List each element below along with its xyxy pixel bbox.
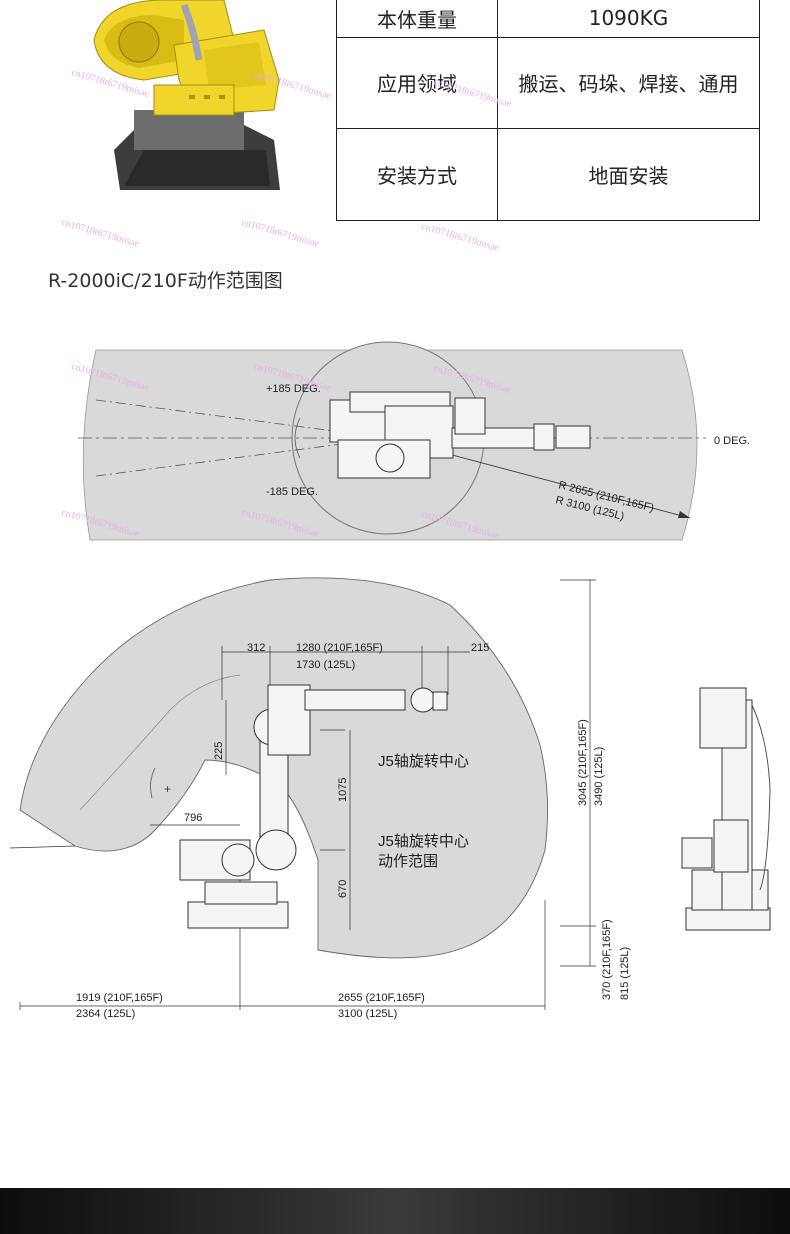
dim-2655: 2655 (210F,165F) xyxy=(338,992,425,1004)
dim-3490: 3490 (125L) xyxy=(593,747,605,806)
label-plus-185: +185 DEG. xyxy=(266,383,321,395)
dim-3045: 3045 (210F,165F) xyxy=(577,719,589,806)
plus-mark: + xyxy=(164,782,171,796)
top-view-diagram: +185 DEG. -185 DEG. 0 DEG. R 2655 (210F,… xyxy=(78,341,750,541)
spec-row-weight: 本体重量 1090KG xyxy=(336,0,760,38)
dim-1075: 1075 xyxy=(337,778,349,802)
spec-value-mounting: 地面安装 xyxy=(497,127,760,221)
dim-1280: 1280 (210F,165F) xyxy=(296,642,383,654)
section-title: R-2000iC/210F动作范围图 xyxy=(48,270,283,292)
spec-table: 本体重量 1090KG 应用领域 搬运、码垛、焊接、通用 安装方式 地面安装 xyxy=(336,0,760,221)
dim-370: 370 (210F,165F) xyxy=(601,919,613,1000)
dim-1919: 1919 (210F,165F) xyxy=(76,992,163,1004)
spec-label-weight: 本体重量 xyxy=(336,0,498,38)
side-view-robot xyxy=(179,684,448,929)
spec-label-mounting: 安装方式 xyxy=(336,127,498,221)
spec-label-application: 应用领域 xyxy=(336,36,498,129)
watermark: cn10718t6719misae xyxy=(240,217,321,250)
dim-215: 215 xyxy=(471,642,489,654)
top-view-robot xyxy=(329,391,591,479)
dim-2364: 2364 (125L) xyxy=(76,1008,135,1020)
label-minus-185: -185 DEG. xyxy=(266,486,318,498)
label-j5-range-2: 动作范围 xyxy=(378,853,438,870)
dim-312: 312 xyxy=(247,642,265,654)
dim-796: 796 xyxy=(184,812,202,824)
label-zero-deg: 0 DEG. xyxy=(714,435,750,447)
dim-3100: 3100 (125L) xyxy=(338,1008,397,1020)
front-view-robot xyxy=(681,687,771,931)
side-view-diagram: + 312 1280 (210F,165F) xyxy=(9,577,771,1020)
spec-row-mounting: 安装方式 地面安装 xyxy=(336,127,760,221)
spec-row-application: 应用领域 搬运、码垛、焊接、通用 xyxy=(336,36,760,129)
dim-670: 670 xyxy=(337,880,349,898)
label-j5-center: J5轴旋转中心 xyxy=(378,753,469,770)
dim-1730: 1730 (125L) xyxy=(296,659,355,671)
robot-photo xyxy=(93,0,280,190)
dim-225: 225 xyxy=(213,742,225,760)
spec-value-weight: 1090KG xyxy=(497,0,760,38)
bottom-bar xyxy=(0,1188,790,1234)
watermark: cn10718t6719misae xyxy=(60,217,141,250)
watermark: cn10718t6719misae xyxy=(420,221,501,254)
spec-value-application: 搬运、码垛、焊接、通用 xyxy=(497,36,760,129)
label-j5-range-1: J5轴旋转中心 xyxy=(378,833,469,850)
dim-815: 815 (125L) xyxy=(619,947,631,1000)
